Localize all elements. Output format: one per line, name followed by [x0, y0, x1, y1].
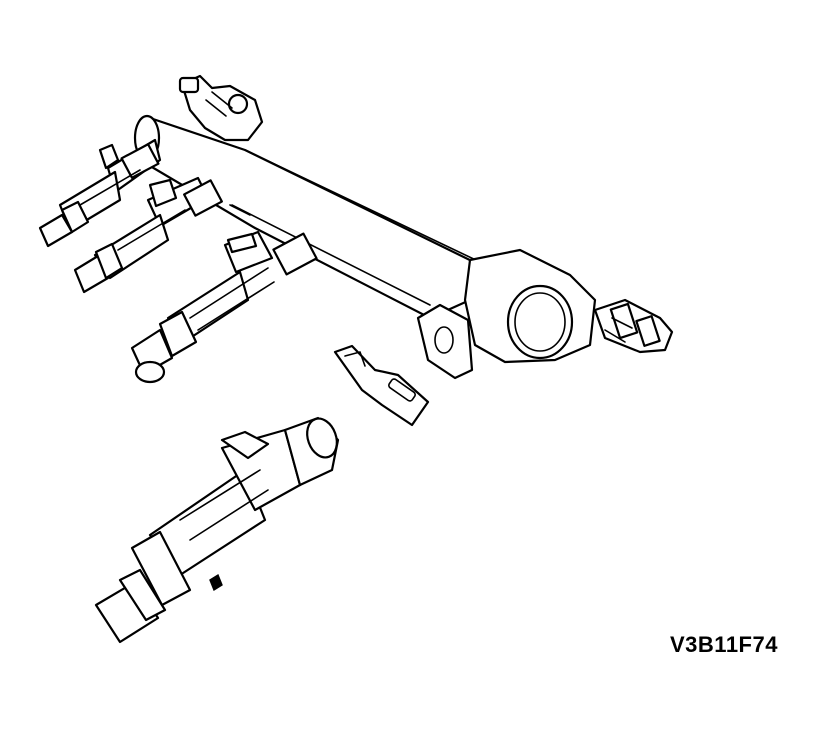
injector-2: [73, 176, 223, 294]
fuel-line-fitting: [593, 298, 674, 354]
injector-3: [130, 230, 318, 384]
figure-code: V3B11F74: [670, 632, 778, 657]
injector-detached: [94, 416, 340, 644]
rail-outlet-housing: [416, 248, 597, 380]
fuel-rail: [133, 114, 482, 320]
injector-retaining-clip: [333, 344, 430, 427]
rail-outline-lines: [229, 204, 251, 216]
pressure-regulator: [178, 74, 264, 142]
injector-1: [38, 138, 162, 248]
